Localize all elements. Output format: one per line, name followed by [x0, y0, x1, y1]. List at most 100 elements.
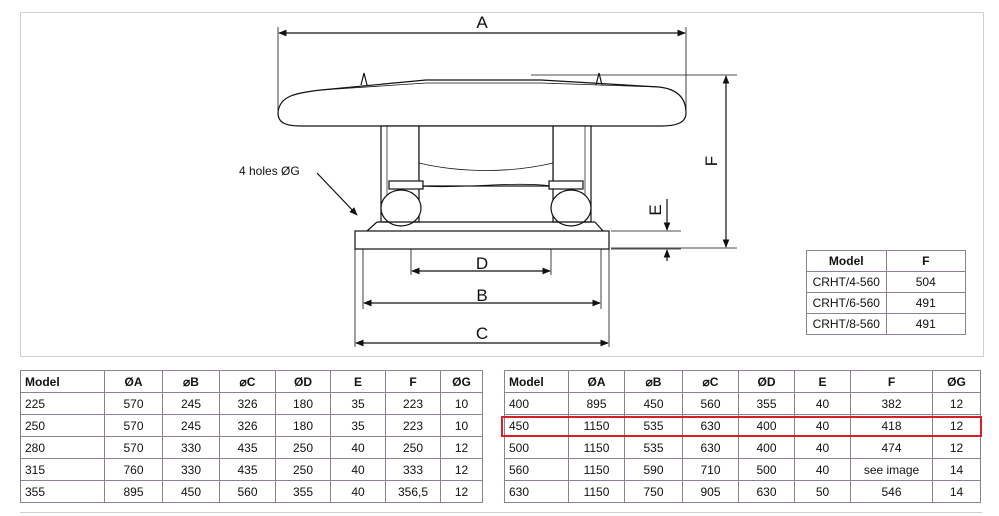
table-cell: 535	[624, 436, 683, 459]
table-cell: 223	[385, 392, 441, 415]
table-cell: 35	[330, 414, 386, 437]
table-header-row: Model F	[806, 250, 966, 272]
holes-leader-line	[316, 172, 358, 216]
table-cell: 40	[330, 480, 386, 503]
table-cell: 546	[850, 480, 933, 503]
table-cell: 570	[104, 436, 163, 459]
table-cell: 560	[682, 392, 739, 415]
table-cell: 355	[738, 392, 795, 415]
table-cell: 590	[624, 458, 683, 481]
bottom-divider	[20, 512, 982, 513]
table-cell: 12	[440, 436, 483, 459]
table-cell: 10	[440, 414, 483, 437]
table-cell: 245	[162, 414, 220, 437]
table-header-row: Model ØA ⌀B ⌀C ØD E F ØG	[504, 370, 981, 393]
column-header: ØA	[104, 370, 163, 393]
table-cell: 630	[682, 436, 739, 459]
table-cell: 315	[20, 458, 105, 481]
table-cell: 1150	[568, 458, 625, 481]
column-header: F	[850, 370, 933, 393]
dimension-a-label: A	[476, 13, 488, 32]
column-header: F	[885, 250, 966, 272]
fan-dimension-drawing: A F E D B C 4 holes ØG	[239, 13, 737, 347]
table-row: 355 895 450 560 355 40 356,5 12	[20, 480, 483, 503]
table-cell: CRHT/4-560	[806, 271, 887, 293]
table-row-highlighted: 450 1150 535 630 400 40 418 12	[504, 414, 981, 437]
column-header: ⌀C	[219, 370, 276, 393]
column-header: ØA	[568, 370, 625, 393]
table-cell: 504	[885, 271, 966, 293]
table-cell: 710	[682, 458, 739, 481]
table-cell: 50	[794, 480, 851, 503]
table-cell: 400	[738, 414, 795, 437]
column-header: ØG	[440, 370, 483, 393]
table-cell: 630	[682, 414, 739, 437]
hood-lug-left	[360, 72, 368, 86]
table-cell: 760	[104, 458, 163, 481]
table-cell: 14	[932, 458, 981, 481]
column-header: ⌀C	[682, 370, 739, 393]
table-cell: 223	[385, 414, 441, 437]
table-cell: 35	[330, 392, 386, 415]
table-cell: 40	[794, 436, 851, 459]
table-cell: 12	[440, 458, 483, 481]
table-row: CRHT/8-560 491	[806, 313, 966, 335]
table-cell: 435	[219, 436, 276, 459]
column-header: ØG	[932, 370, 981, 393]
table-cell: 12	[932, 392, 981, 415]
table-cell: 326	[219, 392, 276, 415]
table-row: 630 1150 750 905 630 50 546 14	[504, 480, 981, 503]
table-cell: 180	[275, 414, 331, 437]
table-cell: 250	[20, 414, 105, 437]
table-row: 280 570 330 435 250 40 250 12	[20, 436, 483, 459]
table-cell: 500	[738, 458, 795, 481]
table-cell: 225	[20, 392, 105, 415]
table-cell: 330	[162, 436, 220, 459]
table-cell: 491	[885, 313, 966, 335]
table-cell: see image	[850, 458, 933, 481]
base-plate	[354, 230, 610, 250]
table-cell: 356,5	[385, 480, 441, 503]
dimensions-table-right: Model ØA ⌀B ⌀C ØD E F ØG 400 895 450 560…	[504, 370, 981, 503]
table-cell: 630	[504, 480, 569, 503]
table-cell: 450	[504, 414, 569, 437]
table-row: 500 1150 535 630 400 40 474 12	[504, 436, 981, 459]
impeller	[418, 125, 554, 187]
hood-cap	[277, 79, 687, 127]
table-cell: 40	[330, 436, 386, 459]
table-cell: 535	[624, 414, 683, 437]
table-cell: 355	[20, 480, 105, 503]
table-cell: 491	[885, 292, 966, 314]
table-cell: 435	[219, 458, 276, 481]
table-cell: 400	[504, 392, 569, 415]
table-cell: 474	[850, 436, 933, 459]
table-cell: 40	[794, 458, 851, 481]
table-cell: 450	[162, 480, 220, 503]
table-cell: 10	[440, 392, 483, 415]
table-cell: 40	[794, 392, 851, 415]
column-header: Model	[806, 250, 887, 272]
table-cell: 14	[932, 480, 981, 503]
table-cell: 1150	[568, 414, 625, 437]
holes-note: 4 holes ØG	[239, 164, 300, 178]
table-cell: 570	[104, 414, 163, 437]
column-header: E	[794, 370, 851, 393]
dimension-d-label: D	[476, 254, 488, 273]
table-cell: 330	[162, 458, 220, 481]
column-header: ⌀B	[162, 370, 220, 393]
dimension-c-label: C	[476, 324, 488, 343]
dimensions-table-left: Model ØA ⌀B ⌀C ØD E F ØG 225 570 245 326…	[20, 370, 483, 503]
inset-model-f-table: Model F CRHT/4-560 504 CRHT/6-560 491 CR…	[806, 250, 966, 335]
table-cell: 12	[932, 436, 981, 459]
table-row: 225 570 245 326 180 35 223 10	[20, 392, 483, 415]
technical-drawing-panel: A F E D B C 4 holes ØG	[20, 12, 984, 357]
table-cell: 1150	[568, 480, 625, 503]
table-cell: 250	[385, 436, 441, 459]
column-header: ØD	[275, 370, 331, 393]
table-cell: 326	[219, 414, 276, 437]
table-cell: 280	[20, 436, 105, 459]
table-row: 250 570 245 326 180 35 223 10	[20, 414, 483, 437]
table-header-row: Model ØA ⌀B ⌀C ØD E F ØG	[20, 370, 483, 393]
table-cell: 333	[385, 458, 441, 481]
table-row: CRHT/4-560 504	[806, 271, 966, 293]
